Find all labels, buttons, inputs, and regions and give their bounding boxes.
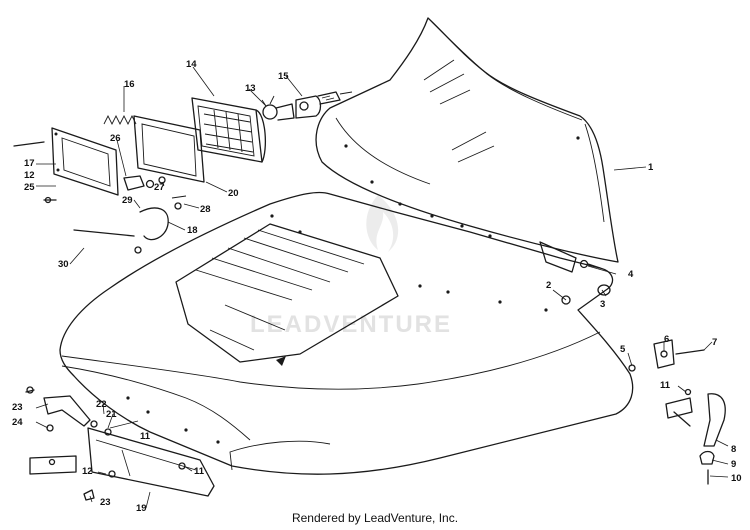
callout-7: 7 [712, 337, 717, 348]
hood-latch [628, 339, 726, 485]
wiring-harness [73, 207, 169, 254]
headlight-socket [295, 91, 353, 119]
callout-11-latch: 11 [660, 380, 671, 391]
callout-6: 6 [664, 334, 669, 345]
callout-11-bar-end: 11 [194, 466, 205, 477]
callout-20: 20 [228, 188, 239, 199]
headlight-spring [103, 114, 137, 126]
callout-9: 9 [731, 459, 736, 470]
callout-23-lower: 23 [100, 497, 111, 508]
watermark-flame-logo [366, 195, 399, 252]
callout-11-bar: 11 [140, 431, 151, 442]
callout-17: 17 [24, 158, 35, 169]
callout-19: 19 [136, 503, 147, 514]
callout-21: 21 [106, 409, 117, 420]
headlight-bezel [133, 115, 205, 183]
callout-4: 4 [628, 269, 634, 280]
callout-3: 3 [600, 299, 605, 310]
callout-5: 5 [620, 344, 626, 355]
callout-27: 27 [154, 182, 165, 193]
callout-14: 14 [186, 59, 197, 70]
callout-16: 16 [124, 79, 135, 90]
callout-22: 22 [96, 399, 107, 410]
callout-30: 30 [58, 259, 69, 270]
windshield-fastener-right [539, 241, 611, 305]
callout-1: 1 [648, 162, 654, 173]
headlight-rim [51, 127, 119, 196]
callout-26: 26 [110, 133, 121, 144]
callout-10: 10 [731, 473, 742, 484]
callout-15: 15 [278, 71, 289, 82]
callout-13: 13 [245, 83, 256, 94]
callout-23-upper: 23 [12, 402, 23, 413]
callout-2: 2 [546, 280, 551, 291]
headlight-bulb [261, 95, 295, 121]
callout-28: 28 [200, 204, 211, 215]
watermark: LEADVENTURE [250, 195, 450, 338]
callout-18: 18 [187, 225, 198, 236]
callout-25: 25 [24, 182, 35, 193]
callout-labels: 1 2 3 4 5 6 7 8 9 10 11 11 11 12 12 13 1… [12, 59, 742, 514]
credit-text: Rendered by LeadVenture, Inc. [291, 511, 459, 525]
windshield [315, 17, 619, 263]
hinge-bar [83, 420, 215, 501]
callout-24: 24 [12, 417, 23, 428]
headlight-lamp [191, 97, 267, 163]
callout-29: 29 [122, 195, 133, 206]
hinge-bracket-left [25, 386, 91, 475]
leader-lines [35, 66, 729, 509]
callout-12-rim: 12 [24, 170, 35, 181]
fasteners-left [13, 141, 57, 204]
hood [59, 191, 634, 475]
callout-12-bar: 12 [82, 466, 93, 477]
callout-8: 8 [731, 444, 736, 455]
headlight-adjuster [123, 175, 187, 210]
